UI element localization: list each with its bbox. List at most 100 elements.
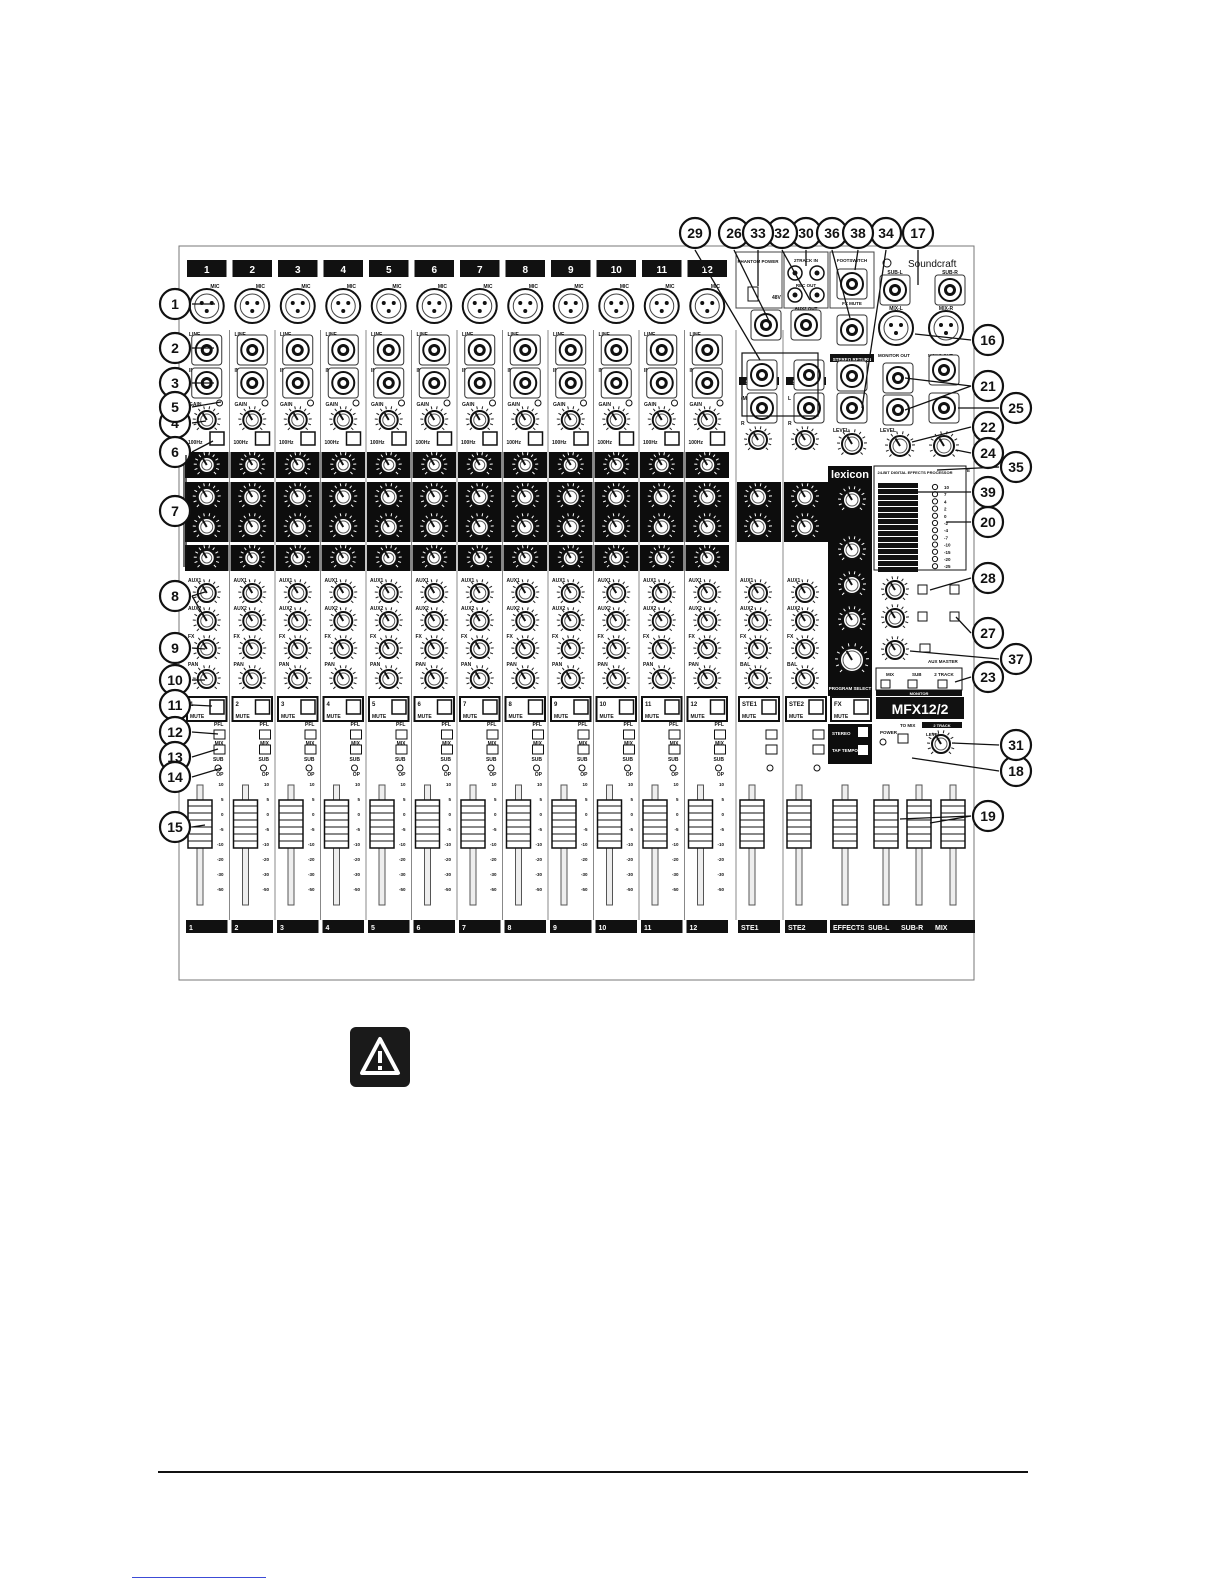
knob-tick xyxy=(670,467,675,470)
op-label: OP xyxy=(353,772,361,778)
callout-circle xyxy=(971,323,1005,357)
callout-22: 22 xyxy=(971,410,1005,444)
knob-tick xyxy=(744,682,748,685)
knob-tick xyxy=(561,485,565,489)
knob-tick xyxy=(257,547,261,551)
bottom-label: 3 xyxy=(280,925,284,932)
knob-tick xyxy=(299,579,302,583)
knob-tick xyxy=(516,609,520,613)
knob-tick xyxy=(671,500,676,503)
knob-tick xyxy=(759,513,762,517)
knob-tick xyxy=(348,454,352,458)
knob-tick xyxy=(714,427,718,431)
mix-sub-button xyxy=(812,744,825,755)
knob-tick xyxy=(353,624,357,627)
jack-pin xyxy=(249,347,256,353)
eq-mid-freq-knob xyxy=(556,483,585,508)
knob-tick xyxy=(423,686,427,690)
hpf-switch xyxy=(527,431,544,446)
knob-pointer xyxy=(847,612,853,621)
knob-tick xyxy=(511,500,516,503)
fader-cap xyxy=(505,799,532,849)
knob-tick xyxy=(421,561,426,564)
xlr-pin xyxy=(437,301,442,305)
knob-tick xyxy=(481,635,484,639)
knob-ring xyxy=(565,459,577,471)
stereo-gain-knob xyxy=(743,426,772,451)
knob-tick xyxy=(604,458,608,461)
knob-tick xyxy=(625,467,629,470)
knob-tick xyxy=(910,438,914,441)
program-row xyxy=(878,543,918,548)
gain-label: GAIN xyxy=(189,402,202,408)
channel-fader xyxy=(187,784,213,906)
fader-cap xyxy=(832,799,858,849)
insert-jack xyxy=(282,367,314,399)
fader-scale-mark: 0 xyxy=(312,812,315,817)
knob-tick xyxy=(532,686,536,690)
knob-tick xyxy=(421,671,425,675)
knob-tick xyxy=(262,624,266,627)
knob-tick xyxy=(791,596,795,599)
knob-tick xyxy=(443,613,447,617)
knob-tick xyxy=(693,500,698,503)
meter-scale-label: -25 xyxy=(944,564,951,569)
pfl-button xyxy=(259,729,271,740)
fader-cap xyxy=(940,799,966,849)
meter-scale-label: -10 xyxy=(944,543,951,548)
pfl-label: PFL xyxy=(487,722,496,728)
knob-tick xyxy=(794,534,798,538)
xlr-pin xyxy=(614,309,619,313)
knob-pointer xyxy=(247,613,254,622)
knob-pointer xyxy=(702,613,709,622)
callout-37: 37 xyxy=(999,642,1033,676)
knob-tick xyxy=(396,504,400,508)
knob-tick xyxy=(421,641,425,645)
knob-tick xyxy=(466,423,470,426)
mute-channel-number: 3 xyxy=(281,702,285,708)
knob-tick xyxy=(330,489,334,493)
knob-tick xyxy=(694,641,698,645)
channel-strip-3: 3MICLINEINSERTGAIN100HzAUX1AUX2FXPANMUTE… xyxy=(274,260,320,933)
knob-tick xyxy=(303,581,307,585)
knob-tick xyxy=(532,471,535,475)
knob-tick xyxy=(658,406,660,410)
knob-tick xyxy=(652,667,656,671)
eq-mid-freq-knob xyxy=(602,483,631,508)
jack-pin xyxy=(340,347,347,353)
fader-scale-mark: 0 xyxy=(448,812,451,817)
knob-tick xyxy=(345,635,347,639)
knob-tick xyxy=(261,671,265,675)
knob-tick xyxy=(259,504,263,508)
knob-tick xyxy=(306,467,311,470)
knob-pointer xyxy=(702,641,709,650)
knob-tick xyxy=(607,515,611,519)
knob-tick xyxy=(426,547,429,551)
aux1-knob xyxy=(329,579,358,604)
knob-tick xyxy=(288,485,292,489)
knob-tick xyxy=(812,447,816,451)
knob-tick xyxy=(196,534,200,538)
jack-pin xyxy=(431,347,438,353)
pan-knob xyxy=(283,665,312,690)
knob-tick xyxy=(476,579,478,583)
knob-pointer xyxy=(383,489,390,498)
phantom-switch xyxy=(747,286,759,302)
knob-tick xyxy=(603,671,607,675)
knob-pointer xyxy=(702,458,709,466)
jack-pin xyxy=(759,405,765,411)
xlr-pin xyxy=(563,301,568,305)
knob-tick xyxy=(378,600,382,604)
knob-tick xyxy=(332,656,336,660)
jack-pin xyxy=(704,380,711,386)
knob-tick xyxy=(663,483,666,487)
knob-tick xyxy=(905,621,909,624)
knob-pointer xyxy=(566,551,572,559)
knob-ring xyxy=(655,413,669,427)
knob-pointer xyxy=(383,613,390,622)
knob-tick xyxy=(759,665,762,669)
power-led xyxy=(879,738,887,746)
knob-pointer xyxy=(292,671,299,680)
knob-tick xyxy=(485,581,489,585)
channel-fader xyxy=(323,784,350,906)
